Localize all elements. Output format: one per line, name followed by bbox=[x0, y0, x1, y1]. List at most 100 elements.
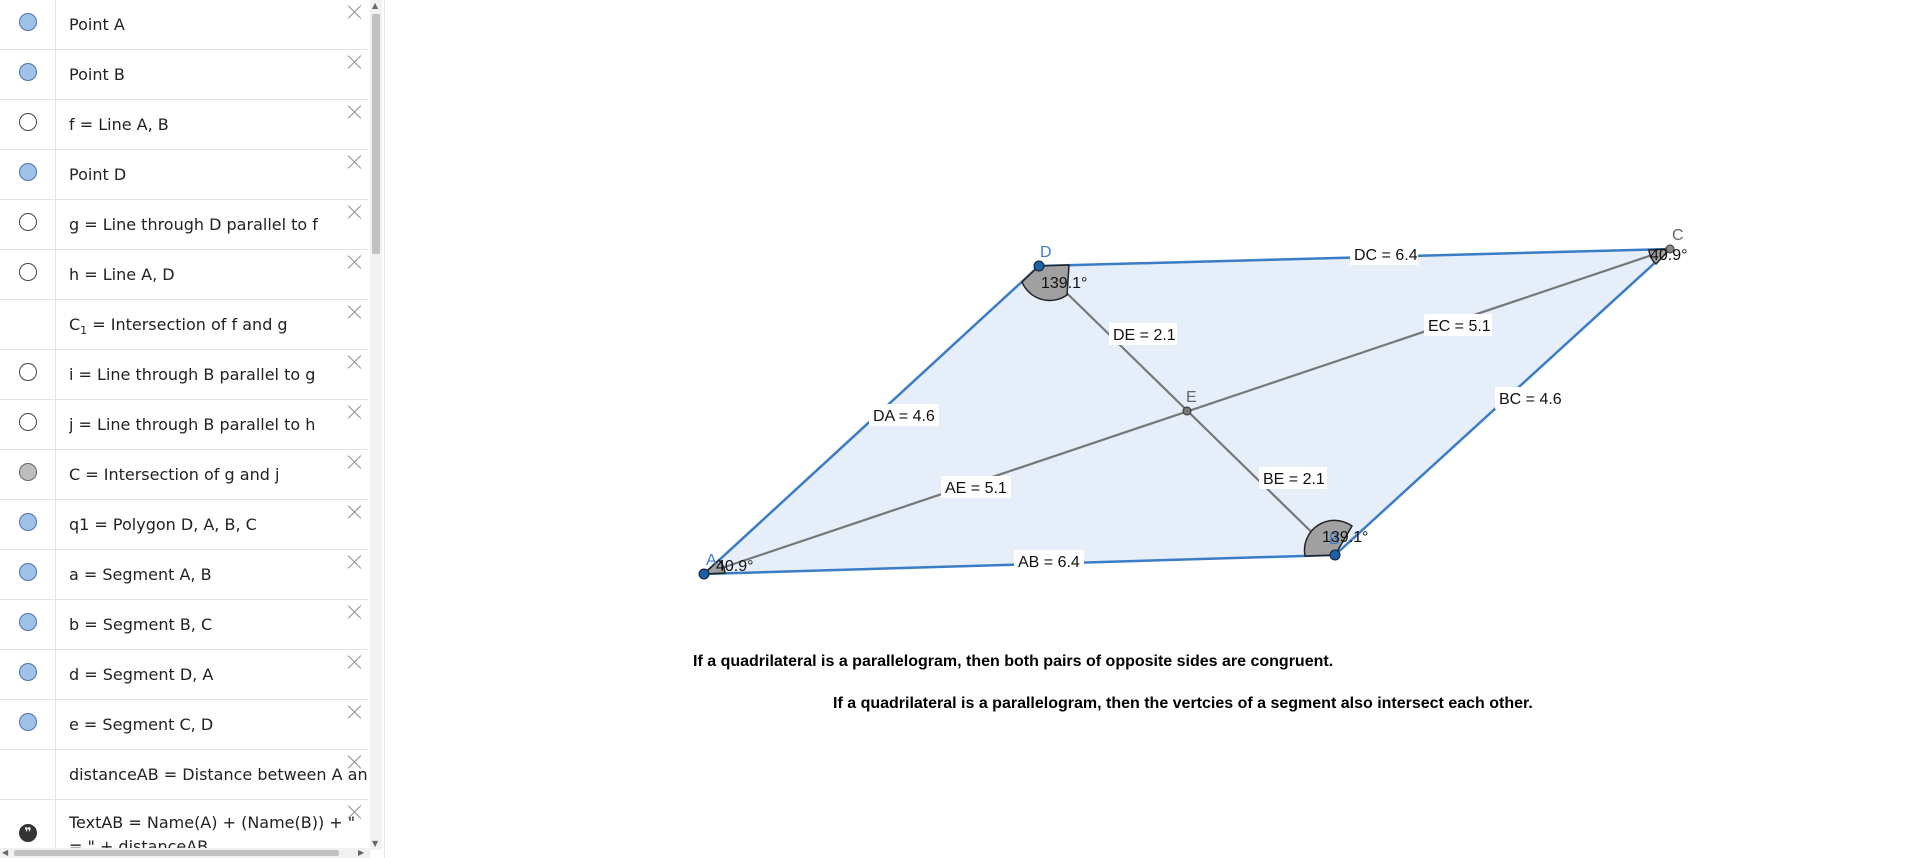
definition-text: e = Segment C, D bbox=[69, 715, 214, 734]
geometry-canvas[interactable]: A B C D E 40.9° 139.1° 139.1° 40.9° DC =… bbox=[386, 0, 1920, 858]
angle-c-sector[interactable] bbox=[1648, 248, 1672, 266]
caption-opposite-sides[interactable]: If a quadrilateral is a parallelogram, t… bbox=[693, 653, 1334, 670]
delete-icon[interactable] bbox=[347, 304, 363, 320]
visibility-toggle-icon[interactable] bbox=[19, 613, 37, 631]
caption-diagonals[interactable]: If a quadrilateral is a parallelogram, t… bbox=[833, 695, 1533, 712]
algebra-row[interactable]: h = Line A, D bbox=[0, 250, 368, 300]
delete-icon[interactable] bbox=[347, 54, 363, 70]
horizontal-scroll-thumb[interactable] bbox=[14, 850, 339, 856]
measure-bc[interactable]: BC = 4.6 bbox=[1495, 387, 1565, 409]
visibility-toggle-icon[interactable] bbox=[19, 263, 37, 281]
algebra-row[interactable]: Point D bbox=[0, 150, 368, 200]
algebra-row[interactable]: f = Line A, B bbox=[0, 100, 368, 150]
measure-ec[interactable]: EC = 5.1 bbox=[1424, 314, 1492, 336]
delete-icon[interactable] bbox=[347, 504, 363, 520]
scroll-down-icon[interactable]: ▼ bbox=[372, 839, 379, 848]
scroll-left-icon[interactable]: ◀ bbox=[2, 848, 9, 857]
measure-ab[interactable]: AB = 6.4 bbox=[1014, 550, 1084, 572]
algebra-definition[interactable]: g = Line through D parallel to f bbox=[69, 215, 368, 234]
algebra-row[interactable]: a = Segment A, B bbox=[0, 550, 368, 600]
scroll-right-icon[interactable]: ▶ bbox=[358, 848, 365, 857]
visibility-cell bbox=[0, 650, 56, 699]
visibility-toggle-icon[interactable] bbox=[19, 63, 37, 81]
visibility-cell bbox=[0, 400, 56, 449]
delete-icon[interactable] bbox=[347, 104, 363, 120]
delete-icon[interactable] bbox=[347, 4, 363, 20]
delete-icon[interactable] bbox=[347, 354, 363, 370]
measure-de[interactable]: DE = 2.1 bbox=[1109, 323, 1177, 345]
algebra-row[interactable]: i = Line through B parallel to g bbox=[0, 350, 368, 400]
algebra-definition[interactable]: h = Line A, D bbox=[69, 265, 368, 284]
algebra-row[interactable]: q1 = Polygon D, A, B, C bbox=[0, 500, 368, 550]
algebra-definition[interactable]: C1 = Intersection of f and g bbox=[69, 315, 368, 337]
delete-icon[interactable] bbox=[347, 404, 363, 420]
angle-a-sector[interactable] bbox=[701, 558, 726, 575]
delete-icon[interactable] bbox=[347, 604, 363, 620]
algebra-row[interactable]: Point A bbox=[0, 0, 368, 50]
algebra-definition[interactable]: d = Segment D, A bbox=[69, 665, 368, 684]
graphics-view[interactable]: A B C D E 40.9° 139.1° 139.1° 40.9° DC =… bbox=[386, 0, 1920, 858]
algebra-definition[interactable]: a = Segment A, B bbox=[69, 565, 368, 584]
algebra-row[interactable]: j = Line through B parallel to h bbox=[0, 400, 368, 450]
algebra-definition[interactable]: Point D bbox=[69, 165, 368, 184]
definition-text: Point D bbox=[69, 165, 127, 184]
algebra-definition[interactable]: i = Line through B parallel to g bbox=[69, 365, 368, 384]
algebra-definition[interactable]: q1 = Polygon D, A, B, C bbox=[69, 515, 368, 534]
measure-ae[interactable]: AE = 5.1 bbox=[941, 476, 1011, 498]
visibility-toggle-icon[interactable] bbox=[19, 213, 37, 231]
algebra-definition[interactable]: distanceAB = Distance between A and bbox=[69, 765, 368, 784]
visibility-toggle-icon[interactable] bbox=[19, 163, 37, 181]
algebra-definition[interactable]: j = Line through B parallel to h bbox=[69, 415, 368, 434]
algebra-row[interactable]: Point B bbox=[0, 50, 368, 100]
visibility-toggle-icon[interactable] bbox=[19, 713, 37, 731]
algebra-row[interactable]: distanceAB = Distance between A and bbox=[0, 750, 368, 800]
algebra-row[interactable]: b = Segment B, C bbox=[0, 600, 368, 650]
angle-b-sector[interactable] bbox=[1303, 519, 1353, 557]
visibility-toggle-icon[interactable] bbox=[19, 13, 37, 31]
measure-be[interactable]: BE = 2.1 bbox=[1259, 467, 1327, 489]
visibility-toggle-icon[interactable] bbox=[19, 463, 37, 481]
algebra-definition[interactable]: Point B bbox=[69, 65, 368, 84]
vertical-scrollbar[interactable]: ▲ ▼ bbox=[370, 0, 382, 850]
visibility-toggle-icon[interactable] bbox=[19, 363, 37, 381]
delete-icon[interactable] bbox=[347, 654, 363, 670]
algebra-row[interactable]: d = Segment D, A bbox=[0, 650, 368, 700]
algebra-definition[interactable]: Point A bbox=[69, 15, 368, 34]
delete-icon[interactable] bbox=[347, 454, 363, 470]
point-c[interactable] bbox=[1665, 244, 1675, 254]
delete-icon[interactable] bbox=[347, 254, 363, 270]
point-a[interactable] bbox=[698, 568, 710, 580]
definition-text: d = Segment D, A bbox=[69, 665, 214, 684]
horizontal-scrollbar[interactable]: ◀ ▶ bbox=[0, 848, 370, 858]
delete-icon[interactable] bbox=[347, 154, 363, 170]
point-b[interactable] bbox=[1329, 549, 1341, 561]
algebra-definition[interactable]: e = Segment C, D bbox=[69, 715, 368, 734]
algebra-definition[interactable]: f = Line A, B bbox=[69, 115, 368, 134]
visibility-cell bbox=[0, 750, 56, 799]
visibility-toggle-icon[interactable] bbox=[19, 513, 37, 531]
point-e[interactable] bbox=[1182, 406, 1192, 416]
scroll-up-icon[interactable]: ▲ bbox=[372, 1, 379, 10]
visibility-toggle-icon[interactable] bbox=[19, 413, 37, 431]
delete-icon[interactable] bbox=[347, 754, 363, 770]
measure-da[interactable]: DA = 4.6 bbox=[869, 404, 939, 426]
algebra-definition[interactable]: b = Segment B, C bbox=[69, 615, 368, 634]
angle-d-sector[interactable] bbox=[1021, 264, 1070, 302]
delete-icon[interactable] bbox=[347, 704, 363, 720]
visibility-cell bbox=[0, 150, 56, 199]
delete-icon[interactable] bbox=[347, 554, 363, 570]
algebra-row[interactable]: C1 = Intersection of f and g bbox=[0, 300, 368, 350]
vertical-scroll-thumb[interactable] bbox=[372, 14, 380, 254]
visibility-toggle-icon[interactable] bbox=[19, 563, 37, 581]
visibility-toggle-icon[interactable] bbox=[19, 663, 37, 681]
algebra-definition[interactable]: C = Intersection of g and j bbox=[69, 465, 368, 484]
algebra-row[interactable]: e = Segment C, D bbox=[0, 700, 368, 750]
measure-dc[interactable]: DC = 6.4 bbox=[1350, 243, 1418, 265]
visibility-toggle-icon[interactable] bbox=[19, 113, 37, 131]
delete-icon[interactable] bbox=[347, 804, 363, 820]
text-quote-icon[interactable]: ❞ bbox=[19, 824, 37, 842]
delete-icon[interactable] bbox=[347, 204, 363, 220]
algebra-row[interactable]: C = Intersection of g and j bbox=[0, 450, 368, 500]
algebra-row[interactable]: g = Line through D parallel to f bbox=[0, 200, 368, 250]
point-d[interactable] bbox=[1033, 260, 1045, 272]
